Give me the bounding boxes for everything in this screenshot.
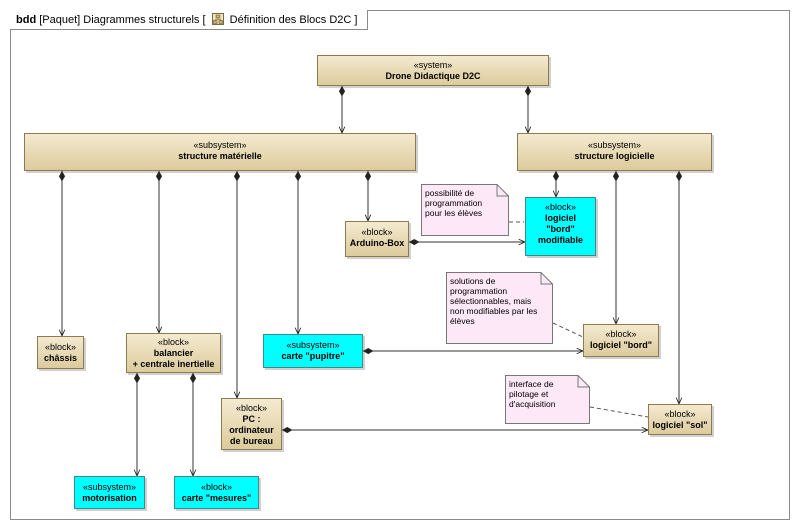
note-shape-icon <box>446 272 553 344</box>
note-anchor-n3 <box>589 406 649 418</box>
note-interface-pilotage[interactable]: interface de pilotage et d'acquisition <box>505 375 590 424</box>
block-mesures-stereotype: «block» <box>200 482 233 492</box>
bdd-diagram-icon <box>211 13 224 25</box>
block-bordmod-name: logiciel "bord" modifiable <box>537 213 583 245</box>
block-structure-materielle[interactable]: «subsystem» structure matérielle <box>24 133 416 171</box>
block-pupitre-name: carte "pupitre" <box>281 351 345 361</box>
block-pupitre-stereotype: «subsystem» <box>286 340 340 350</box>
block-balancier-name: balancier + centrale inertielle <box>132 348 215 369</box>
block-chassis-stereotype: «block» <box>44 342 77 352</box>
diagram-kind: bdd <box>16 14 37 26</box>
block-carte-mesures[interactable]: «block» carte "mesures" <box>174 476 259 509</box>
note-anchor-n2 <box>552 322 584 338</box>
block-arduino-stereotype: «block» <box>361 227 393 237</box>
note-solutions-programmation[interactable]: solutions de programmation sélectionnabl… <box>446 272 553 344</box>
block-chassis[interactable]: «block» châssis <box>37 336 84 369</box>
block-drone[interactable]: «system» Drone Didactique D2C <box>317 55 549 86</box>
block-logiciel-bord-modifiable[interactable]: «block» logiciel "bord" modifiable <box>525 197 596 256</box>
diagram-header: bdd [Paquet] Diagrammes structurels [ Dé… <box>10 10 369 30</box>
block-logicielle-stereotype: «subsystem» <box>587 140 642 150</box>
block-logiciel-sol[interactable]: «block» logiciel "sol" <box>648 404 712 435</box>
block-pc-name: PC : ordinateur de bureau <box>229 414 274 446</box>
block-motorisation-name: motorisation <box>82 493 137 503</box>
block-pc[interactable]: «block» PC : ordinateur de bureau <box>221 398 282 450</box>
note-n1-text: possibilité de programmation pour les él… <box>425 188 483 218</box>
block-bordmod-stereotype: «block» <box>544 202 577 212</box>
note-n2-text: solutions de programmation sélectionnabl… <box>450 276 538 326</box>
block-balancier[interactable]: «block» balancier + centrale inertielle <box>126 333 221 373</box>
block-motorisation[interactable]: «subsystem» motorisation <box>74 476 145 509</box>
note-shape-icon <box>505 375 590 424</box>
block-mesures-name: carte "mesures" <box>181 493 252 503</box>
block-pc-stereotype: «block» <box>235 403 268 413</box>
block-logicielle-name: structure logicielle <box>574 151 655 161</box>
block-sol-name: logiciel "sol" <box>652 420 708 430</box>
note-shape-icon <box>421 184 509 236</box>
block-balancier-stereotype: «block» <box>157 337 190 347</box>
block-bord-name: logiciel "bord" <box>589 340 653 350</box>
block-bord-stereotype: «block» <box>605 329 637 339</box>
block-arduino-box[interactable]: «block» Arduino-Box <box>345 221 409 257</box>
note-n3-text: interface de pilotage et d'acquisition <box>509 379 556 409</box>
diagram-closing-bracket: ] <box>354 14 358 26</box>
block-sol-stereotype: «block» <box>664 409 696 419</box>
diagram-qualifier: [Paquet] Diagrammes structurels [ <box>39 14 206 26</box>
note-programmation-eleves[interactable]: possibilité de programmation pour les él… <box>421 184 509 236</box>
block-structure-logicielle[interactable]: «subsystem» structure logicielle <box>517 133 712 171</box>
block-arduino-name: Arduino-Box <box>349 238 405 248</box>
block-chassis-name: châssis <box>43 353 78 363</box>
diagram-name: Définition des Blocs D2C <box>229 14 352 26</box>
block-materielle-name: structure matérielle <box>178 151 262 161</box>
block-motorisation-stereotype: «subsystem» <box>82 482 137 492</box>
block-materielle-stereotype: «subsystem» <box>193 140 247 150</box>
block-carte-pupitre[interactable]: «subsystem» carte "pupitre" <box>263 334 363 368</box>
block-logiciel-bord[interactable]: «block» logiciel "bord" <box>583 324 659 357</box>
block-drone-stereotype: «system» <box>413 60 453 70</box>
block-drone-name: Drone Didactique D2C <box>385 71 481 81</box>
